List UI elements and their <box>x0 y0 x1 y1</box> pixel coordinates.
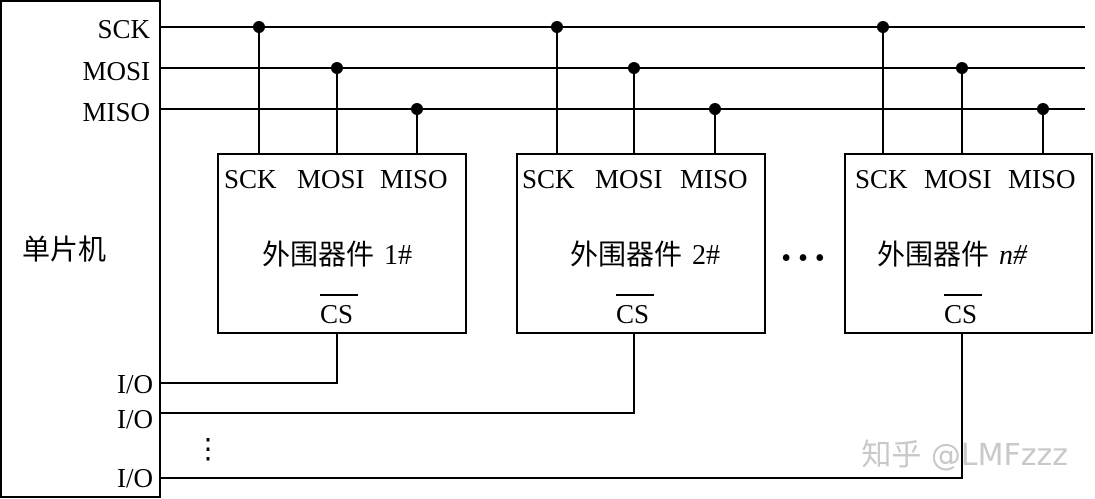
device-n-pin-miso-label: MISO <box>1008 164 1076 194</box>
cs-line-device-n <box>160 333 963 479</box>
device-2-miso-junction <box>709 103 721 115</box>
device-2-cs-label: CS <box>616 299 649 329</box>
device-n-block <box>844 153 1093 334</box>
device-1-name: 外围器件 <box>262 239 374 271</box>
device-1-block <box>217 153 467 334</box>
device-1: SCK MOSI MISO 外围器件 1# CS <box>217 21 467 334</box>
device-2-name: 外围器件 <box>570 239 682 271</box>
device-1-miso-junction <box>411 103 423 115</box>
device-n-index: n# <box>999 240 1028 271</box>
device-1-pin-sck-label: SCK <box>224 164 277 194</box>
device-n-name: 外围器件 <box>877 239 989 271</box>
device-1-pin-miso-label: MISO <box>380 164 448 194</box>
mcu-io-pin-1-label: I/O <box>117 369 153 399</box>
device-n-mosi-junction <box>956 62 968 74</box>
device-n-miso-junction <box>1037 103 1049 115</box>
device-2-mosi-junction <box>628 62 640 74</box>
device-1-sck-junction <box>253 21 265 33</box>
device-2-name-label: 外围器件 2# <box>570 239 720 271</box>
device-1-index: 1# <box>384 240 412 271</box>
mcu-pin-sck-label: SCK <box>97 14 150 44</box>
cs-line-device-2 <box>160 333 635 414</box>
device-n: SCK MOSI MISO 外围器件 n# CS <box>844 21 1093 334</box>
cs-line-device-1 <box>160 333 338 384</box>
device-2-block <box>516 153 766 334</box>
device-n-pin-sck-label: SCK <box>855 164 908 194</box>
mcu-block <box>0 0 161 498</box>
device-2-sck-junction <box>551 21 563 33</box>
device-n-sck-junction <box>877 21 889 33</box>
device-ellipsis: • • • <box>781 243 824 274</box>
mcu-pin-mosi-label: MOSI <box>82 56 150 86</box>
watermark: 知乎 @LMFzzz <box>861 438 1068 473</box>
io-ellipsis: ⋮ <box>194 434 222 465</box>
device-2-pin-miso-label: MISO <box>680 164 748 194</box>
device-n-cs-label: CS <box>944 299 977 329</box>
mcu-pin-miso-label: MISO <box>82 97 150 127</box>
mcu-io-pin-2-label: I/O <box>117 404 153 434</box>
device-1-pin-mosi-label: MOSI <box>297 164 365 194</box>
device-n-name-label: 外围器件 n# <box>877 239 1028 271</box>
device-n-pin-mosi-label: MOSI <box>924 164 992 194</box>
device-2-index: 2# <box>692 240 720 271</box>
device-1-name-label: 外围器件 1# <box>262 239 412 271</box>
device-2-pin-sck-label: SCK <box>522 164 575 194</box>
device-2: SCK MOSI MISO 外围器件 2# CS <box>516 21 766 334</box>
device-1-cs-label: CS <box>320 299 353 329</box>
device-1-mosi-junction <box>331 62 343 74</box>
mcu-name-label: 单片机 <box>22 234 106 266</box>
mcu-io-pin-3-label: I/O <box>117 463 153 493</box>
device-2-pin-mosi-label: MOSI <box>595 164 663 194</box>
